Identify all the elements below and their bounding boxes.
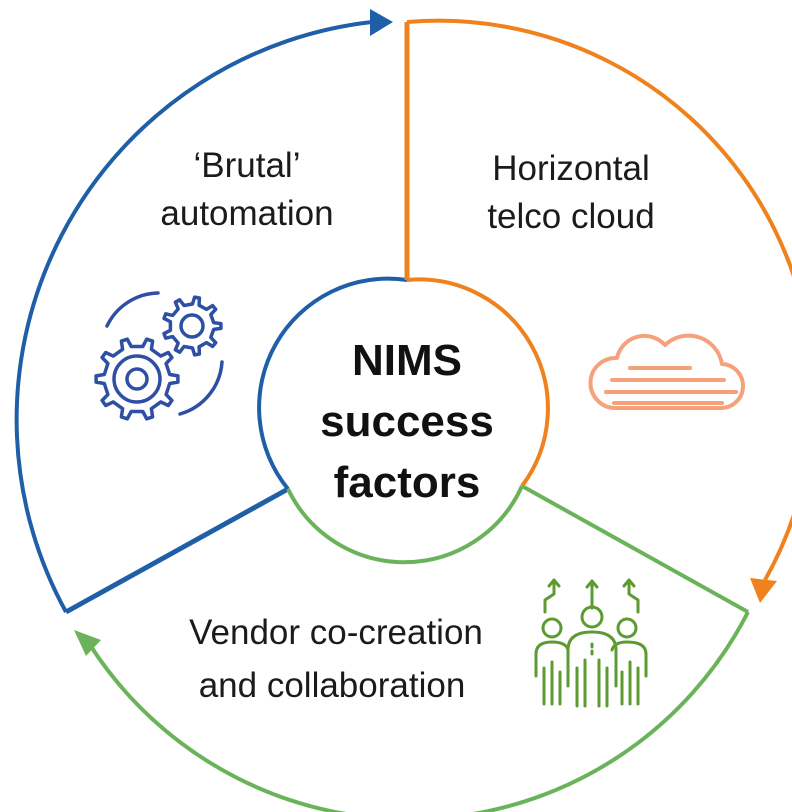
segment-vendor: [74, 484, 750, 812]
gear-small-hub: [179, 313, 205, 339]
automation-divider: [64, 486, 290, 615]
person-right-head: [616, 617, 638, 639]
cloud-icon: [588, 333, 745, 411]
automation-label-line-2: automation: [160, 194, 333, 233]
vendor-label: Vendor co-creation and collaboration: [189, 613, 483, 705]
center-line-2: success: [320, 397, 494, 446]
automation-label: ‘Brutal’ automation: [160, 146, 333, 233]
automation-label-line-1: ‘Brutal’: [194, 146, 301, 185]
center-line-3: factors: [334, 458, 481, 507]
automation-inner-arc: [257, 276, 408, 491]
vendor-outer-arc: [88, 611, 750, 812]
person-center-body: [566, 630, 618, 688]
person-left-body: [534, 640, 570, 678]
cloud-outer-arc: [406, 18, 792, 581]
team-growth-icon: [534, 578, 648, 708]
vendor-inner-arc: [286, 485, 524, 565]
growth-bars: [542, 642, 640, 708]
center-line-1: NIMS: [352, 336, 462, 385]
vendor-label-line-1: Vendor co-creation: [189, 613, 483, 652]
cloud-label-line-2: telco cloud: [487, 197, 654, 236]
cloud-arrowhead: [750, 578, 777, 603]
gear-large-hub: [125, 367, 149, 391]
gears-arc-left: [105, 291, 160, 328]
segment-cloud: [404, 18, 792, 603]
gear-large-outline: [94, 337, 180, 421]
automation-outer-arc: [14, 20, 373, 613]
gear-small-outline: [162, 295, 223, 357]
person-left-head: [541, 617, 563, 639]
gears-arc-right: [178, 360, 224, 416]
segment-automation: [14, 9, 408, 615]
cloud-inner-arc: [406, 277, 550, 488]
vendor-label-line-2: and collaboration: [199, 666, 466, 705]
cloud-label-line-1: Horizontal: [492, 149, 650, 188]
cloud-label: Horizontal telco cloud: [487, 149, 654, 236]
cloud-outline: [588, 333, 745, 411]
growth-arrows: [543, 578, 640, 614]
gears-icon: [94, 291, 224, 421]
vendor-arrowhead: [74, 630, 101, 656]
vendor-divider: [521, 484, 749, 614]
gear-large-ring: [112, 354, 162, 404]
automation-arrowhead: [370, 9, 393, 36]
person-center-head: [580, 605, 604, 629]
center-label: NIMS success factors: [320, 336, 494, 507]
